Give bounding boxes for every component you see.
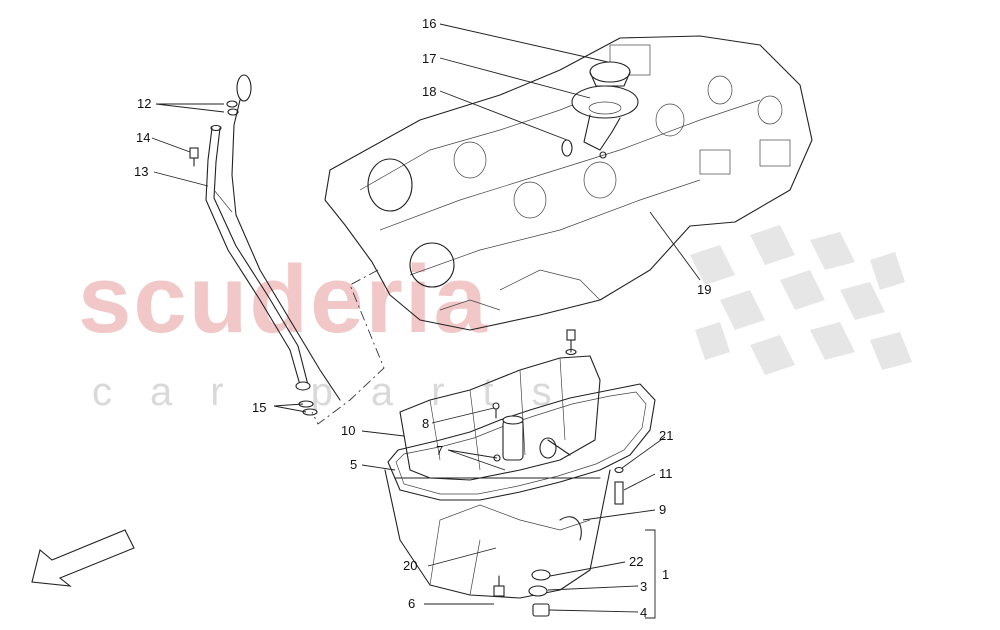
front-direction-arrow-icon (31, 529, 135, 587)
callout-11: 11 (659, 466, 673, 481)
callout-17: 17 (422, 51, 436, 66)
sump-screw (565, 329, 577, 356)
sump-gasket (387, 383, 656, 501)
filler-neck-seal (561, 139, 573, 157)
callout-20: 20 (403, 558, 417, 573)
callout-12: 12 (137, 96, 151, 111)
callout-22: 22 (629, 554, 643, 569)
oil-baffle (399, 355, 601, 481)
oil-level-sensor (502, 415, 571, 461)
callout-13: 13 (134, 164, 148, 179)
checkered-flag-icon (690, 225, 912, 375)
callout-3: 3 (640, 579, 647, 594)
callout-16: 16 (422, 16, 436, 31)
dipstick-guide-tube (205, 124, 309, 386)
callout-5: 5 (350, 457, 357, 472)
callout-7: 7 (436, 443, 443, 458)
watermark-tagline: car parts (92, 370, 590, 414)
callout-labels: 12 14 13 15 16 17 18 19 10 5 8 7 21 11 9… (134, 16, 711, 620)
callout-1: 1 (662, 567, 669, 582)
callout-6: 6 (408, 596, 415, 611)
engine-block (324, 35, 813, 331)
callout-19: 19 (697, 282, 711, 297)
tube-fixing-screw (189, 147, 199, 167)
drain-plug-seal (531, 569, 551, 581)
drain-plug-screw (493, 575, 505, 597)
callout-18: 18 (422, 84, 436, 99)
oil-sump (384, 469, 611, 599)
callout-4: 4 (640, 605, 647, 620)
callout-9: 9 (659, 502, 666, 517)
callout-21: 21 (659, 428, 673, 443)
drain-plug (532, 603, 550, 617)
tube-o-rings (295, 381, 318, 416)
watermark-brand: scuderia (78, 246, 489, 353)
dipstick (226, 74, 341, 401)
leader-lines (151, 23, 701, 619)
callout-14: 14 (136, 130, 150, 145)
sump-clip (559, 516, 582, 541)
callout-8: 8 (422, 416, 429, 431)
callout-10: 10 (341, 423, 355, 438)
sensor-screws (492, 402, 501, 462)
drain-plug-washer (528, 585, 548, 597)
oil-filler-neck (571, 85, 639, 159)
callout-15: 15 (252, 400, 266, 415)
sump-side-screw (614, 466, 624, 505)
oil-filler-cap (589, 61, 631, 87)
